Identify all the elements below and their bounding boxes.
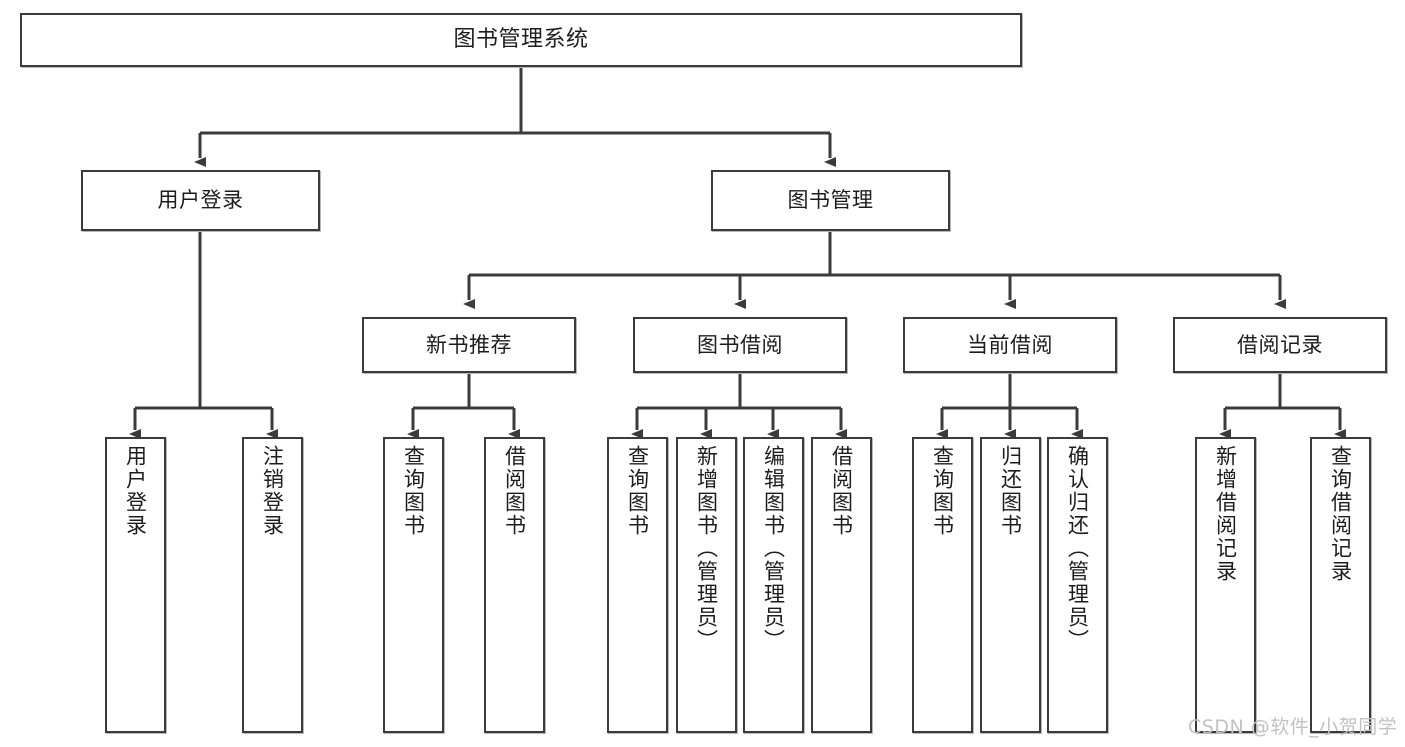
node-label: 用户登录	[123, 445, 148, 537]
node-label: 编辑图书（管理员）	[761, 445, 786, 652]
node-label: 查询图书	[930, 445, 955, 537]
node-leaf-query-book-3[interactable]: 查询图书	[912, 437, 973, 733]
node-label: 注销登录	[260, 445, 285, 537]
node-label: 归还图书	[998, 445, 1023, 537]
node-leaf-logout-login[interactable]: 注销登录	[242, 437, 303, 733]
node-label: 用户登录	[157, 188, 244, 213]
node-leaf-borrow-book-1[interactable]: 借阅图书	[484, 437, 545, 733]
node-leaf-user-login[interactable]: 用户登录	[105, 437, 166, 733]
watermark-text: CSDN @软件_小贺同学	[1188, 716, 1398, 738]
node-leaf-confirm-return[interactable]: 确认归还（管理员）	[1047, 437, 1108, 733]
node-leaf-query-book-1[interactable]: 查询图书	[383, 437, 444, 733]
node-label: 图书管理系统	[453, 27, 589, 53]
node-label: 确认归还（管理员）	[1065, 445, 1090, 652]
node-label: 查询图书	[625, 445, 650, 537]
node-leaf-query-record[interactable]: 查询借阅记录	[1310, 437, 1371, 733]
node-borrow-record[interactable]: 借阅记录	[1173, 317, 1387, 373]
node-leaf-query-book-2[interactable]: 查询图书	[607, 437, 668, 733]
node-label: 借阅记录	[1237, 332, 1323, 357]
node-leaf-add-book[interactable]: 新增图书（管理员）	[676, 437, 737, 733]
node-label: 新增借阅记录	[1213, 445, 1238, 583]
node-leaf-add-record[interactable]: 新增借阅记录	[1195, 437, 1256, 733]
node-label: 当前借阅	[967, 332, 1053, 357]
node-label: 查询图书	[401, 445, 426, 537]
node-user-login[interactable]: 用户登录	[81, 170, 320, 231]
node-label: 借阅图书	[829, 445, 854, 537]
node-leaf-return-book[interactable]: 归还图书	[980, 437, 1041, 733]
node-book-borrow[interactable]: 图书借阅	[633, 317, 847, 373]
node-leaf-borrow-book-2[interactable]: 借阅图书	[811, 437, 872, 733]
node-root-system[interactable]: 图书管理系统	[20, 13, 1022, 67]
node-label: 新增图书（管理员）	[694, 445, 719, 652]
node-label: 图书管理	[787, 188, 874, 213]
node-label: 借阅图书	[502, 445, 527, 537]
node-current-borrow[interactable]: 当前借阅	[903, 317, 1117, 373]
node-label: 查询借阅记录	[1328, 445, 1353, 583]
node-new-book-recommend[interactable]: 新书推荐	[362, 317, 576, 373]
node-label: 新书推荐	[426, 332, 512, 357]
node-book-management[interactable]: 图书管理	[711, 170, 950, 231]
node-label: 图书借阅	[697, 332, 783, 357]
node-leaf-edit-book[interactable]: 编辑图书（管理员）	[743, 437, 804, 733]
